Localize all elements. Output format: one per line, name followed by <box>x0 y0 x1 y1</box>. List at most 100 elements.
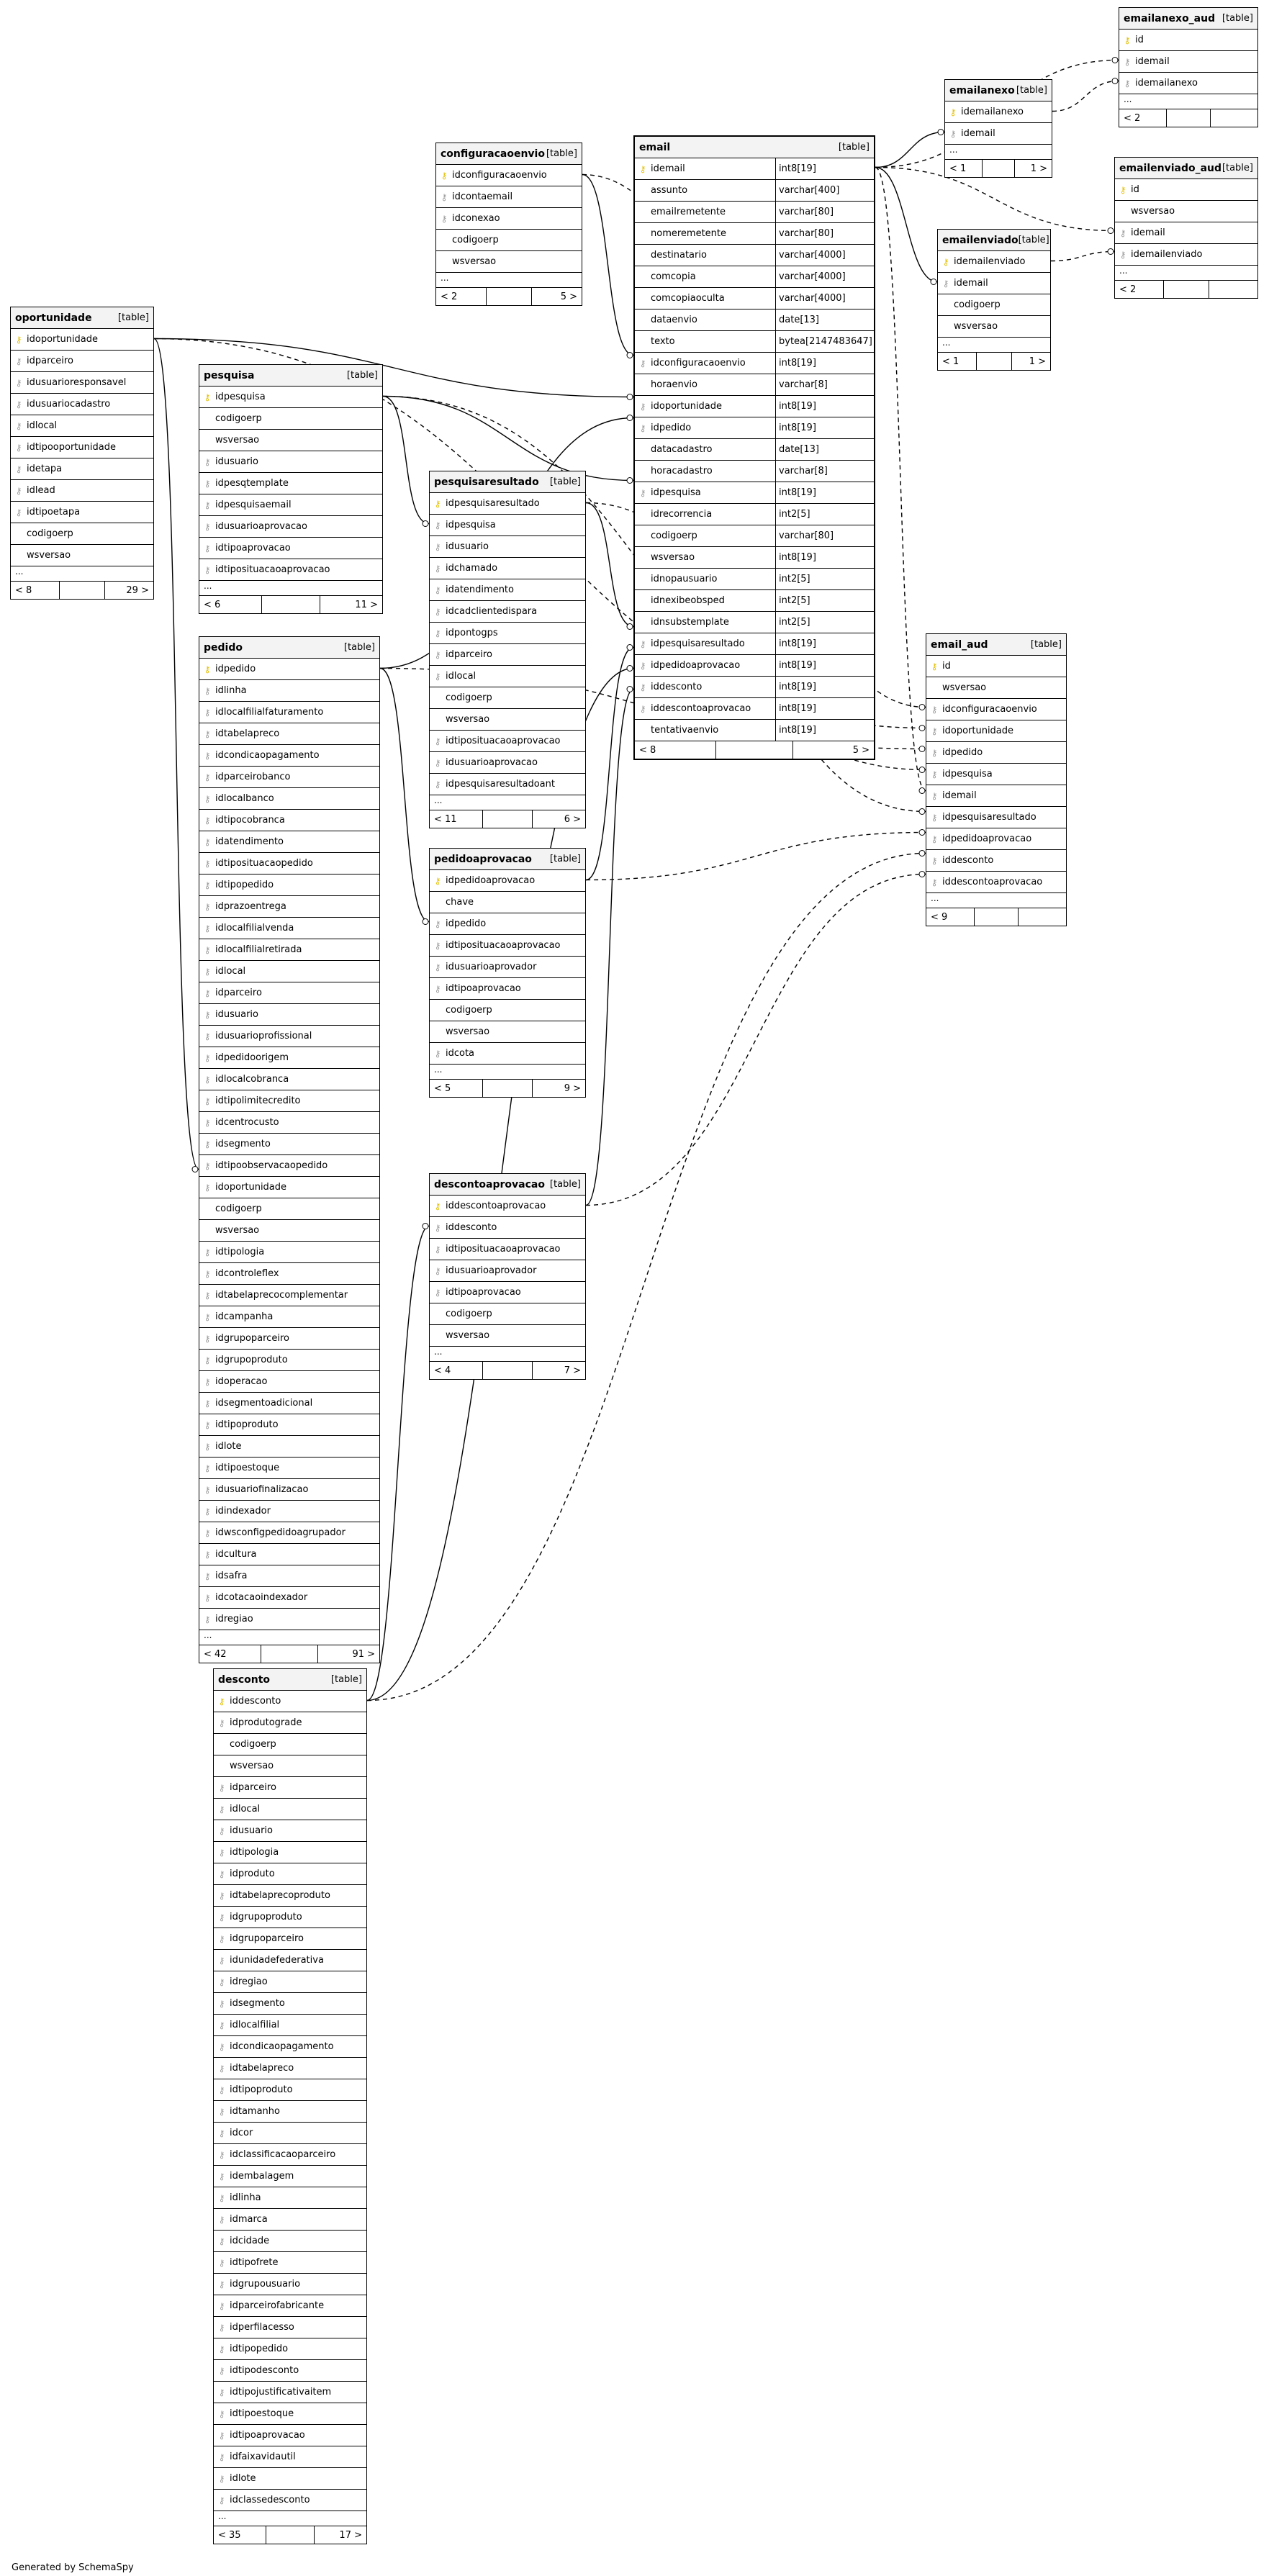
column-row[interactable]: ⚷idparceiro <box>430 644 585 666</box>
column-name[interactable]: idpedido <box>651 422 692 433</box>
column-row[interactable]: ⚷idclassedesconto <box>214 2490 366 2511</box>
column-name[interactable]: idgrupoparceiro <box>230 1933 304 1944</box>
column-row[interactable]: ⚷idproduto <box>214 1863 366 1885</box>
column-row[interactable]: ⚷idregiao <box>199 1609 379 1630</box>
column-name[interactable]: idclassedesconto <box>230 2495 310 2505</box>
column-name[interactable]: iddesconto <box>230 1696 281 1707</box>
column-row[interactable]: ⚷idtipoaprovacao <box>199 538 382 559</box>
column-row[interactable]: ⚷idpedido <box>199 659 379 680</box>
parents-count[interactable]: < 8 <box>11 582 60 599</box>
children-count[interactable]: 7 > <box>564 1365 581 1376</box>
column-row[interactable]: ⚷idtipoestoque <box>199 1458 379 1479</box>
column-row[interactable]: ⚷idtipoetapa <box>11 502 153 523</box>
column-name[interactable]: idpedidoaprovacao <box>651 660 741 671</box>
column-row[interactable]: ⚷idpesquisaresultadoant <box>430 774 585 795</box>
column-row[interactable]: ⚷idlocalfilialretirada <box>199 939 379 961</box>
column-row[interactable]: ⚷idcondicaopagamento <box>199 745 379 767</box>
column-name[interactable]: idcultura <box>215 1549 257 1560</box>
column-name[interactable]: wsversao <box>942 682 987 693</box>
column-row[interactable]: ⚷idcampanha <box>199 1306 379 1328</box>
column-row[interactable]: ⚷idcidade <box>214 2231 366 2252</box>
column-name[interactable]: iddescontoaprovacao <box>651 703 751 714</box>
column-row[interactable]: ⚷idusuarioaprovador <box>430 957 585 978</box>
column-name[interactable]: idoportunidade <box>27 334 99 345</box>
column-name[interactable]: idgrupoproduto <box>230 1912 302 1922</box>
column-row[interactable]: ⚷idsegmentoadicional <box>199 1393 379 1414</box>
column-name[interactable]: idtipolimitecredito <box>215 1095 301 1106</box>
parents-count[interactable]: < 8 <box>635 741 716 759</box>
column-name[interactable]: idrecorrencia <box>651 509 713 520</box>
column-name[interactable]: comcopia <box>651 271 696 282</box>
column-row[interactable]: ⚷idtiposituacaoaprovacao <box>430 731 585 752</box>
column-row[interactable]: ⚷idsegmento <box>214 1993 366 2015</box>
column-row[interactable]: wsversao <box>199 1220 379 1242</box>
table-desconto[interactable]: desconto[table]⚷iddesconto⚷idprodutograd… <box>213 1668 367 2544</box>
column-name[interactable]: codigoerp <box>215 1203 262 1214</box>
column-row[interactable]: ⚷idtipojustificativaitem <box>214 2382 366 2403</box>
column-name[interactable]: idtipodesconto <box>230 2365 299 2376</box>
column-row[interactable]: codigoerp <box>430 1303 585 1325</box>
column-name[interactable]: idlocalfilialfaturamento <box>215 707 324 718</box>
column-row[interactable]: ⚷idtiposituacaopedido <box>199 853 379 875</box>
column-name[interactable]: idtipologia <box>230 1847 279 1858</box>
column-name[interactable]: idtiposituacaoaprovacao <box>215 564 330 575</box>
table-name[interactable]: pesquisa <box>204 369 255 381</box>
column-name[interactable]: idproduto <box>230 1868 275 1879</box>
column-name[interactable]: idgrupousuario <box>230 2279 301 2290</box>
column-name[interactable]: idemail <box>1131 227 1165 238</box>
table-name[interactable]: emailenviado <box>942 234 1019 246</box>
column-row[interactable]: ⚷idlinha <box>214 2187 366 2209</box>
column-name[interactable]: idtipoaprovacao <box>230 2430 305 2441</box>
column-name[interactable]: idlocal <box>215 966 246 977</box>
column-name[interactable]: idusuarioaprovacao <box>446 757 538 768</box>
column-name[interactable]: idpontogps <box>446 628 498 638</box>
column-name[interactable]: idusuarioprofissional <box>215 1031 312 1041</box>
column-row[interactable]: wsversao <box>926 677 1066 699</box>
column-name[interactable]: idcidade <box>230 2236 270 2246</box>
table-name[interactable]: email_aud <box>931 638 988 651</box>
column-name[interactable]: idetapa <box>27 464 63 474</box>
column-name[interactable]: horaenvio <box>651 379 697 390</box>
column-name[interactable]: idtipofrete <box>230 2257 279 2268</box>
column-row[interactable]: ⚷idlocalfilialvenda <box>199 918 379 939</box>
table-name[interactable]: pedidoaprovacao <box>434 853 532 865</box>
column-row[interactable]: chave <box>430 892 585 913</box>
column-row[interactable]: ⚷id <box>1119 30 1257 51</box>
column-name[interactable]: idcentrocusto <box>215 1117 279 1128</box>
parents-count[interactable]: < 2 <box>1115 281 1165 298</box>
column-name[interactable]: idpedido <box>215 664 256 674</box>
parents-count[interactable]: < 6 <box>199 596 262 613</box>
column-row[interactable]: wsversao <box>214 1755 366 1777</box>
table-name[interactable]: emailanexo <box>949 84 1015 96</box>
column-row[interactable]: ⚷idoperacao <box>199 1371 379 1393</box>
column-name[interactable]: idusuarioresponsavel <box>27 377 127 388</box>
column-row[interactable]: ⚷idchamado <box>430 558 585 579</box>
column-name[interactable]: wsversao <box>651 552 695 563</box>
column-name[interactable]: idtipoestoque <box>215 1463 280 1473</box>
column-name[interactable]: idoportunidade <box>215 1182 287 1193</box>
children-count[interactable]: 6 > <box>564 813 581 825</box>
column-name[interactable]: idemail <box>942 790 977 801</box>
column-row[interactable]: ⚷idtipoproduto <box>199 1414 379 1436</box>
column-row[interactable]: codigoerp <box>430 687 585 709</box>
column-row[interactable]: ⚷idclassificacaoparceiro <box>214 2144 366 2166</box>
column-row[interactable]: ⚷idconfiguracaoenvio <box>926 699 1066 720</box>
column-row[interactable]: ⚷idprodutograde <box>214 1712 366 1734</box>
column-name[interactable]: idusuario <box>215 456 258 467</box>
column-row[interactable]: ⚷idcentrocusto <box>199 1112 379 1134</box>
column-name[interactable]: idtipopedido <box>230 2344 289 2354</box>
